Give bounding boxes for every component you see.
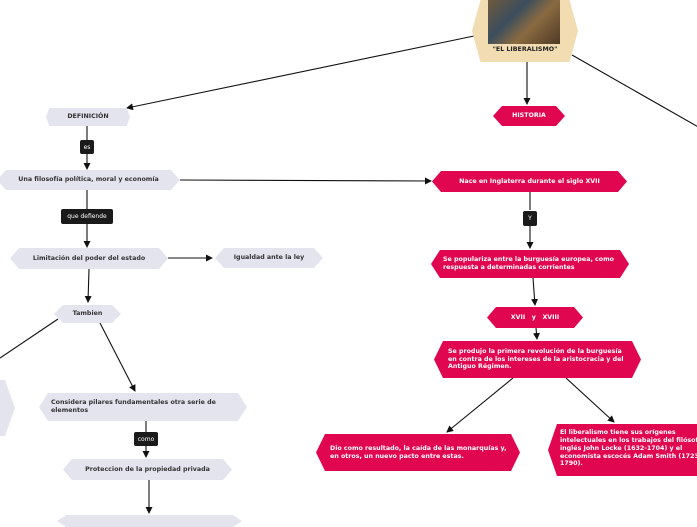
edge-revolucion-resultado: [446, 377, 514, 433]
link-tag-que-defiende: que defiende: [61, 209, 113, 224]
node-resultado[interactable]: Dio como resultado, la caída de las mona…: [316, 434, 520, 471]
node-filosofia[interactable]: Una filosofía política, moral y economía: [0, 170, 180, 190]
node-populariza[interactable]: Se populariza entre la burguesía europea…: [431, 250, 629, 278]
node-nace[interactable]: Nace en Inglaterra durante el siglo XVII: [432, 171, 627, 192]
node-offscreen-bottom: [57, 515, 242, 527]
node-resultado-label: Dio como resultado, la caída de las mona…: [330, 444, 507, 460]
edge-root-offscreen: [571, 54, 697, 127]
edge-populariza-siglos: [531, 277, 539, 306]
node-revolucion[interactable]: Se produjo la primera revolución de la b…: [434, 341, 641, 378]
node-proteccion[interactable]: Proteccion de la propiedad privada: [63, 459, 232, 480]
node-considera[interactable]: Considera pilares fundamentales otra ser…: [39, 393, 247, 421]
root-node[interactable]: "EL LIBERALISMO": [472, 0, 578, 62]
node-populariza-label: Se populariza entre la burguesía europea…: [443, 256, 614, 271]
node-limitacion-label: Limitación del poder del estado: [32, 254, 146, 262]
edge-filosofia-nace: [179, 177, 432, 185]
node-historia-label: HISTORIA: [512, 112, 546, 120]
edge-tambien-offscreen: [0, 318, 59, 359]
node-siglos-label: XVII y XVIII: [510, 313, 560, 321]
edge-tambien-considera: [99, 322, 136, 392]
node-siglos[interactable]: XVII y XVIII: [487, 307, 583, 328]
node-igualdad-label: Igualdad ante la ley: [233, 254, 305, 262]
edge-revolucion-origenes: [565, 377, 615, 423]
node-definicion-label: DEFINICIÓN: [67, 113, 109, 121]
node-origenes[interactable]: El liberalismo tiene sus orígenes intele…: [548, 424, 697, 476]
edge-siglos-revolucion: [532, 327, 540, 340]
node-tambien[interactable]: Tambien: [54, 305, 121, 323]
node-revolucion-label: Se produjo la primera revolución de la b…: [448, 347, 624, 371]
node-proteccion-label: Proteccion de la propiedad privada: [85, 465, 210, 473]
root-label: "EL LIBERALISMO": [492, 46, 558, 53]
node-origenes-label: El liberalismo tiene sus orígenes intele…: [560, 429, 697, 468]
node-considera-label: Considera pilares fundamentales otra ser…: [51, 399, 216, 414]
node-filosofia-label: Una filosofía política, moral y economía: [18, 176, 159, 184]
liberty-painting-image: [488, 0, 560, 44]
node-nace-label: Nace en Inglaterra durante el siglo XVII: [459, 177, 600, 185]
link-tag-como: como: [134, 432, 158, 446]
edge-limitacion-tambien: [84, 268, 92, 303]
node-tambien-label: Tambien: [72, 310, 103, 318]
node-limitacion[interactable]: Limitación del poder del estado: [10, 248, 168, 269]
node-definicion[interactable]: DEFINICIÓN: [46, 108, 130, 126]
link-tag-es: es: [80, 140, 94, 154]
node-igualdad[interactable]: Igualdad ante la ley: [215, 248, 323, 268]
link-tag-y: Y: [523, 211, 537, 226]
node-historia[interactable]: HISTORIA: [493, 106, 565, 126]
edge-root-definicion: [126, 35, 475, 111]
